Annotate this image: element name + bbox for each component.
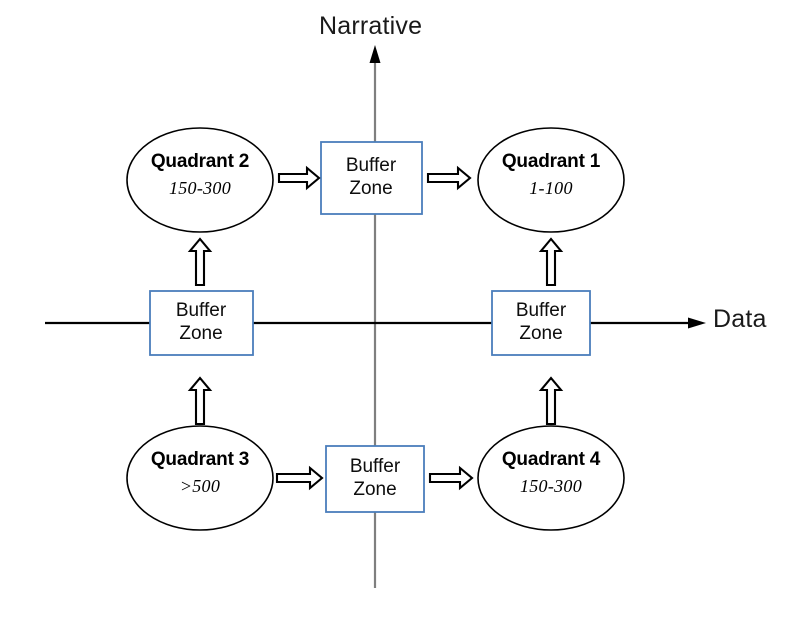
horizontal-axis-arrowhead [688,317,706,329]
arrow-q3-to-buffer-bottom [275,465,324,491]
horizontal-axis-label: Data [713,305,767,333]
arrow-buffer-left-to-q2 [187,237,213,287]
vertical-axis-arrowhead [369,45,381,63]
buffer-zone-left-box[interactable] [149,290,254,356]
arrow-q2-to-buffer-top [277,165,321,191]
buffer-zone-top-box[interactable] [320,141,423,215]
arrow-buffer-right-to-q1 [538,237,564,287]
buffer-zone-right-box[interactable] [491,290,591,356]
vertical-axis-label: Narrative [319,12,423,40]
quadrant-2-ellipse[interactable] [126,127,274,233]
quadrant-4-ellipse[interactable] [477,425,625,531]
arrow-q4-to-buffer-right [538,376,564,426]
arrow-buffer-bottom-to-q4 [428,465,474,491]
buffer-zone-bottom-box[interactable] [325,445,425,513]
arrow-q3-to-buffer-left [187,376,213,426]
quadrant-3-ellipse[interactable] [126,425,274,531]
quadrant-1-ellipse[interactable] [477,127,625,233]
arrow-buffer-top-to-q1 [426,165,472,191]
